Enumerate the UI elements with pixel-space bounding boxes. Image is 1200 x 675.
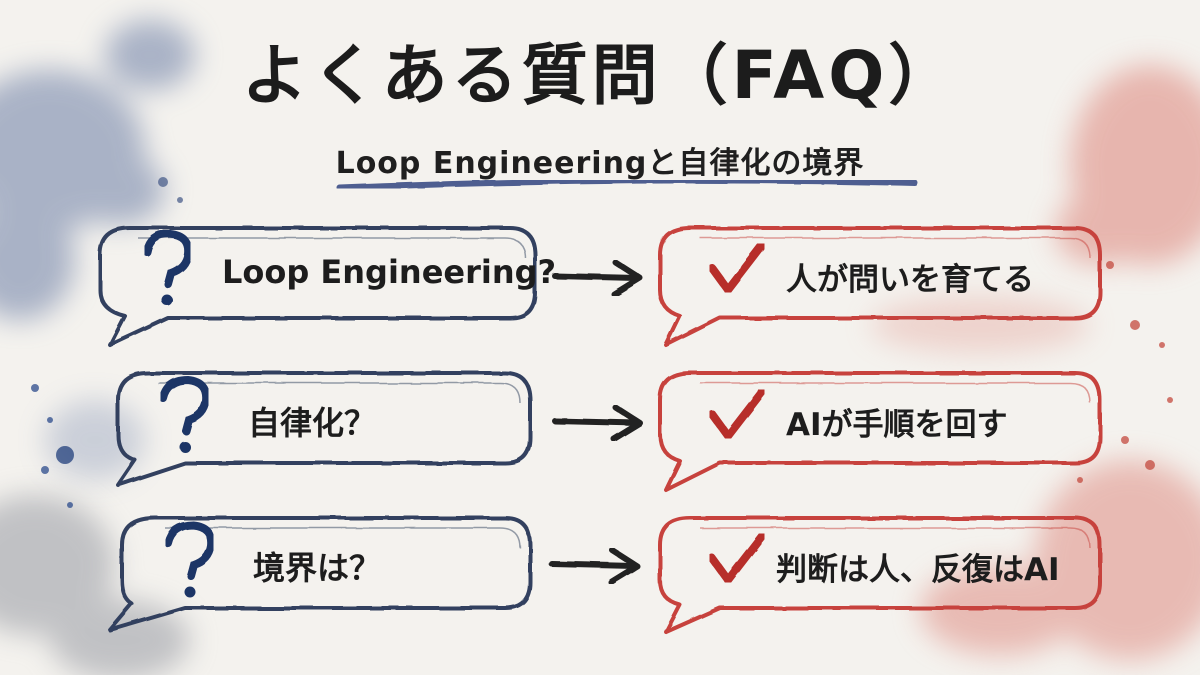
page-title: よくある質問（FAQ） — [241, 37, 959, 114]
watercolor-background — [0, 20, 1200, 675]
subtitle-underline — [337, 177, 918, 191]
blue-wash-top-left — [0, 20, 195, 320]
answer-bubble-2 — [658, 371, 1102, 492]
check-mark-icon — [708, 532, 766, 584]
question-bubble-1 — [98, 226, 537, 347]
answer-bubble-3 — [658, 516, 1102, 634]
faq-answer-3: 判断は人、反復はAI — [776, 552, 1060, 588]
question-bubble-3 — [108, 516, 532, 632]
faq-row-3 — [108, 516, 1102, 634]
arrow-right-icon — [549, 547, 640, 585]
question-bubble-2 — [116, 371, 532, 487]
faq-question-1: Loop Engineering? — [222, 253, 557, 291]
paint-speckles — [31, 177, 1173, 508]
faq-answer-2: AIが手順を回す — [786, 407, 1008, 443]
faq-row-1 — [98, 226, 1102, 347]
arrow-right-icon — [552, 259, 643, 297]
red-wash-bottom-right — [920, 460, 1200, 660]
question-mark-icon — [159, 375, 211, 453]
check-mark-icon — [708, 242, 766, 294]
faq-question-2: 自律化？ — [248, 404, 377, 442]
red-wash-top-right — [1055, 65, 1200, 265]
red-wash-mid-right — [870, 297, 1090, 353]
page-subtitle: Loop Engineeringと自律化の境界 — [335, 146, 865, 181]
question-mark-icon — [164, 520, 216, 598]
faq-question-3: 境界は？ — [253, 549, 382, 587]
question-mark-icon — [143, 229, 193, 306]
arrow-right-icon — [552, 404, 643, 442]
answer-bubble-1 — [658, 226, 1102, 347]
faq-answer-1: 人が問いを育てる — [786, 262, 1034, 298]
check-mark-icon — [708, 388, 766, 440]
grey-wash-bottom-left — [0, 495, 190, 675]
faq-row-2 — [116, 371, 1102, 492]
